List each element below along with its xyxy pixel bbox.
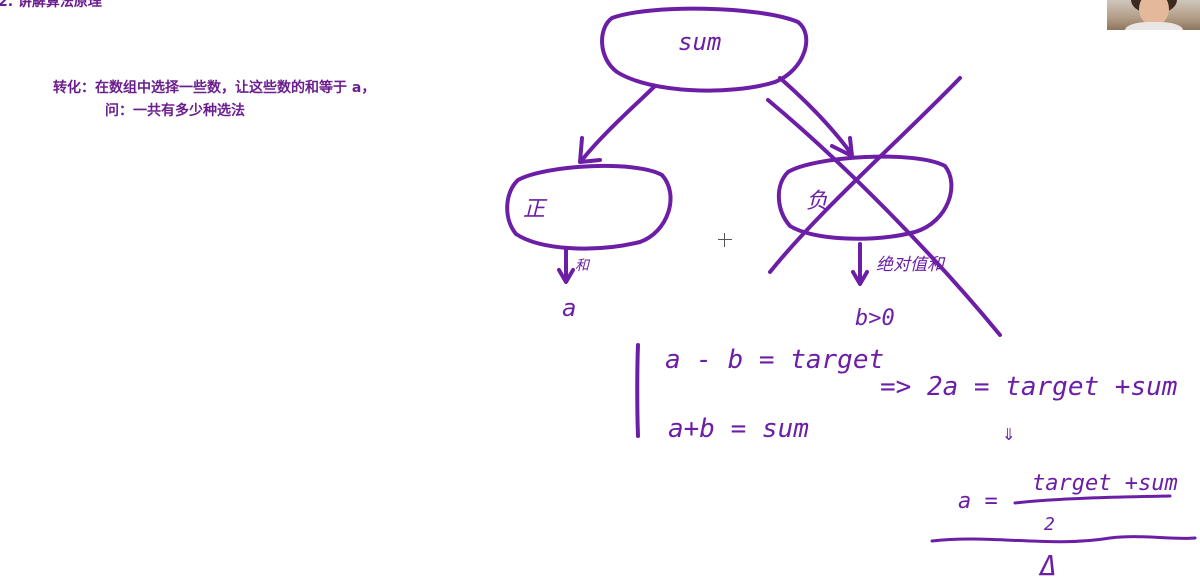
- mouse-cursor-crosshair: [718, 233, 732, 247]
- left-arrow-label: 和: [575, 258, 591, 274]
- fraction-numerator: target +sum: [1032, 471, 1178, 496]
- right-node-label: 负: [806, 189, 828, 214]
- left-result: a: [562, 294, 576, 322]
- webcam-overlay: [1107, 0, 1200, 30]
- right-branch-arrow: [778, 76, 852, 154]
- cross-line-2: [768, 76, 962, 274]
- equation-difference: a - b = target: [665, 345, 884, 375]
- fraction-bar: [1013, 494, 1172, 505]
- equation-implies: => 2a = target +sum: [880, 372, 1177, 402]
- left-down-arrowhead: [557, 268, 575, 284]
- down-implication-arrow: ⇓: [1002, 421, 1015, 446]
- system-brace: [635, 343, 640, 438]
- fraction-lhs: a =: [958, 489, 998, 514]
- delta-symbol: Δ: [1038, 549, 1057, 581]
- problem-transform-line: 转化：在数组中选择一些数，让这些数的和等于 a，: [53, 80, 376, 96]
- right-arrow-label: 绝对值和: [876, 255, 946, 275]
- left-node-label: 正: [523, 197, 548, 222]
- equation-sum: a+b = sum: [668, 414, 809, 444]
- slide-heading: 2. 讲解算法原理: [0, 0, 102, 10]
- root-ellipse: [600, 6, 809, 93]
- right-result: b>0: [855, 306, 895, 331]
- left-branch-arrow: [580, 84, 657, 162]
- left-branch-arrowhead: [578, 136, 602, 164]
- root-label: sum: [678, 28, 721, 56]
- cross-line-1: [766, 98, 1002, 337]
- left-ellipse: [505, 163, 673, 251]
- right-down-arrowhead: [851, 270, 869, 286]
- result-underline: [930, 535, 1197, 544]
- problem-question-line: 问：一共有多少种选法: [105, 103, 245, 119]
- fraction-denominator: 2: [1044, 514, 1055, 535]
